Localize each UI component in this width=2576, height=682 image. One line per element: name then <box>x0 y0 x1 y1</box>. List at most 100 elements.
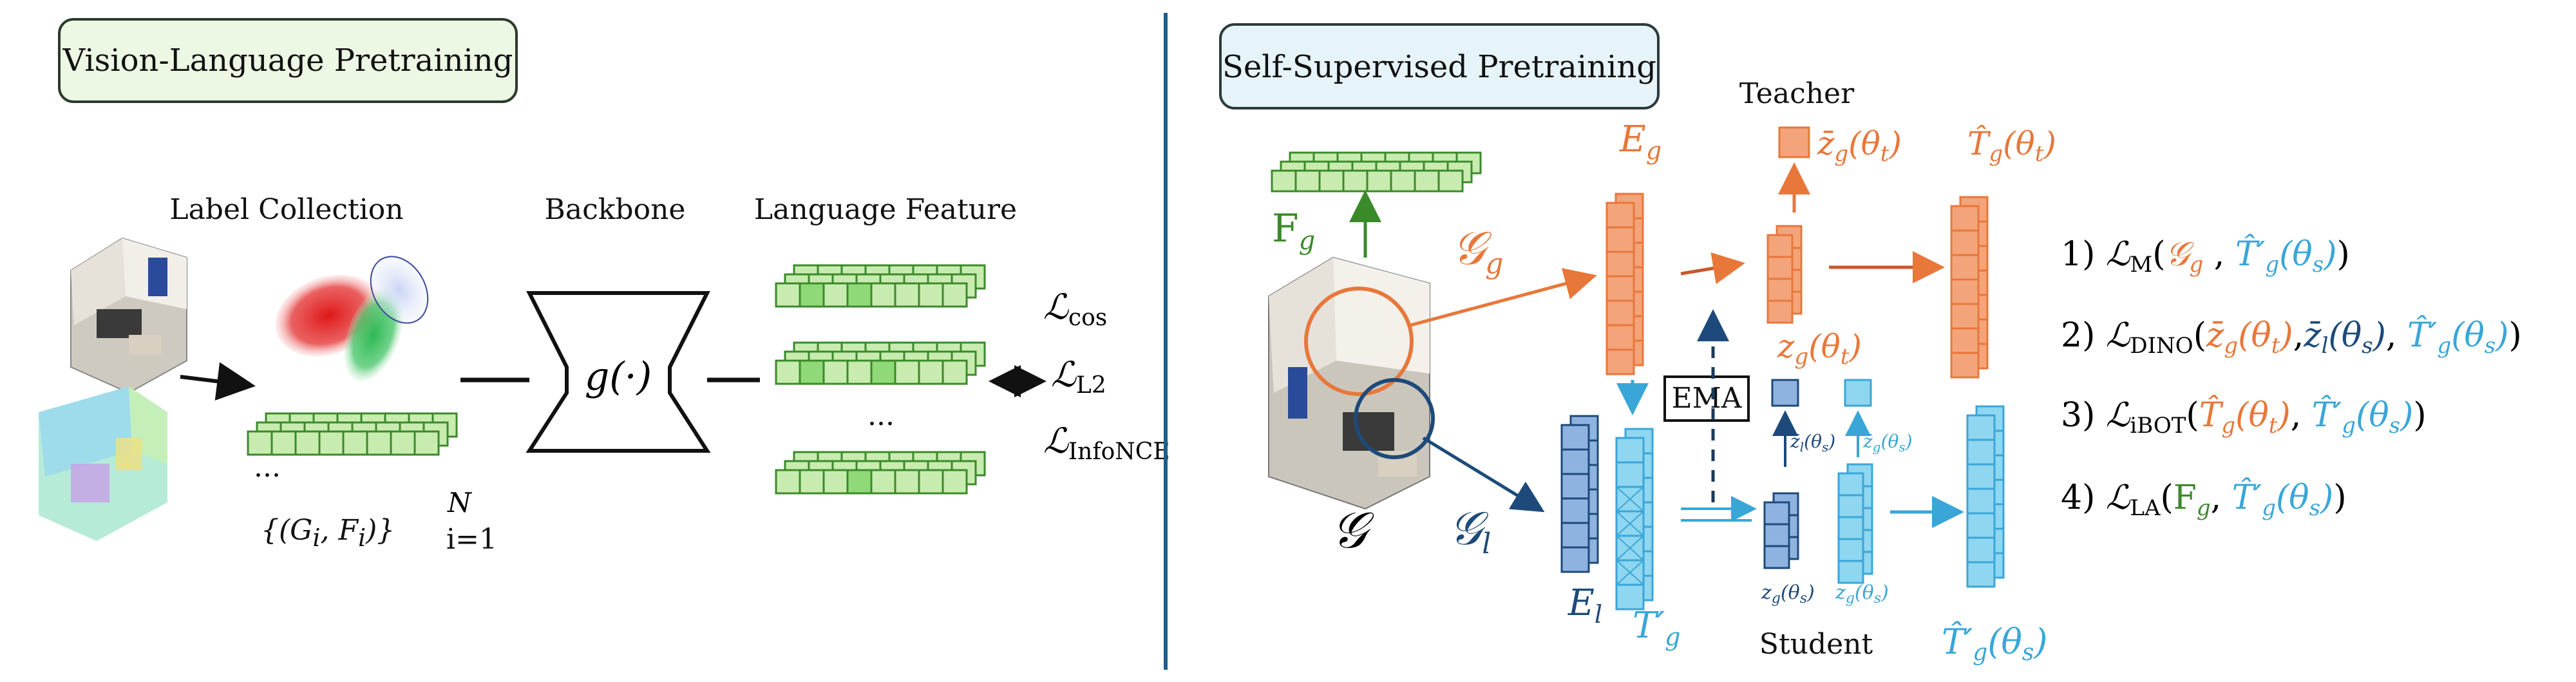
feature-cell <box>342 430 368 456</box>
mask-cross <box>1616 511 1644 536</box>
feature-cell <box>1390 169 1416 193</box>
zg-bar-student-token <box>1844 379 1872 407</box>
loss-cos: ℒcos <box>1043 287 1107 331</box>
ema-label: EMA <box>1672 382 1743 415</box>
loss-m: 1) ℒM(𝒢g , T̂′g(θs)) <box>2061 234 2350 278</box>
loss-l2: ℒL2 <box>1051 354 1106 399</box>
token-cell <box>1605 226 1635 253</box>
loss-infonce: ℒInfoNCE <box>1043 421 1170 465</box>
scene-symbol: 𝒢 <box>1331 502 1374 560</box>
token-cell <box>1950 303 1980 330</box>
token-cell <box>1950 327 1980 354</box>
feature-cell <box>918 282 944 308</box>
feature-cell <box>1294 169 1321 193</box>
zl-bar-student-label: z̄l(θs) <box>1790 431 1835 455</box>
feature-cell <box>799 469 825 495</box>
zbar-teacher-token <box>1778 126 1810 158</box>
label-collection-label: Label Collection <box>169 193 403 226</box>
ema-box <box>1663 375 1750 422</box>
feature-cell <box>894 282 920 308</box>
feature-cell <box>318 430 345 456</box>
token-cell <box>1605 299 1635 327</box>
dataset-formula: {(Gi, Fi)} <box>261 514 395 552</box>
token-cell <box>1605 324 1635 351</box>
token-cell <box>1837 560 1864 584</box>
token-cell <box>1615 583 1645 611</box>
feature-cell <box>942 359 968 385</box>
student-label: Student <box>1759 628 1873 661</box>
token-cell <box>1605 275 1635 302</box>
feature-cell <box>942 282 968 308</box>
That-student-column <box>1966 405 2005 588</box>
feature-cell <box>1414 169 1440 193</box>
token-cell <box>1763 501 1790 526</box>
local-crop-arrow <box>1422 436 1545 513</box>
Tg-prime-label: T′g <box>1633 605 1680 651</box>
That-student-label: T̂′g(θs) <box>1942 621 2047 666</box>
loss-list: 1) ℒM(𝒢g , T̂′g(θs)) 2) ℒDINO(z̄g(θt),z̄… <box>2061 234 2522 521</box>
That-teacher-label: T̂g(θt) <box>1967 124 2056 167</box>
feature-cell <box>390 430 416 456</box>
token-cell <box>1950 352 1980 379</box>
That-teacher-column <box>1950 196 1989 379</box>
Eg-label: Eg <box>1619 118 1662 165</box>
feature-cell <box>846 359 873 385</box>
El-token-column <box>1560 415 1599 573</box>
token-cell <box>1605 348 1635 375</box>
token-cell <box>1560 497 1590 524</box>
local-crop-circle <box>1354 378 1435 459</box>
feature-cell <box>1366 169 1392 193</box>
zg-teacher-column <box>1766 225 1803 324</box>
left-title-box <box>58 18 518 103</box>
dataset-sup: N <box>447 487 472 518</box>
feature-cell <box>894 469 920 495</box>
token-cell <box>1837 494 1864 518</box>
feature-cell <box>846 469 873 495</box>
zg-student-column <box>1837 463 1873 584</box>
left-panel-title: Vision-Language Pretraining <box>62 43 513 79</box>
token-cell <box>1560 448 1590 475</box>
global-crop-circle <box>1304 287 1414 396</box>
teacher-label: Teacher <box>1739 77 1855 110</box>
token-cell <box>1615 437 1645 464</box>
label-feature-stack <box>247 412 458 456</box>
Gg-label: 𝒢g <box>1452 221 1503 280</box>
feature-cell <box>294 430 321 456</box>
global-crop-arrow <box>1410 268 1597 327</box>
left-ellipsis: ... <box>254 451 281 484</box>
feature-cell <box>775 469 801 495</box>
left-panel: Vision-Language Pretraining Label Collec… <box>39 18 1170 556</box>
scene-segmented-thumbnail <box>39 386 167 541</box>
backbone-function: g(·) <box>585 354 652 399</box>
token-cell <box>1560 522 1590 549</box>
fg-label: Fg <box>1272 206 1315 256</box>
feature-cell <box>366 430 392 456</box>
right-title-box <box>1219 23 1660 109</box>
feature-cell <box>822 282 849 308</box>
feature-cell <box>413 430 440 456</box>
token-cell <box>1950 229 1980 256</box>
mask-cross <box>1616 535 1644 561</box>
token-cell <box>1966 488 1996 515</box>
feature-cell <box>1342 169 1368 193</box>
zg-teacher-label: zg(θt) <box>1777 328 1862 370</box>
token-cell <box>1966 561 1996 588</box>
feature-cell <box>799 359 825 385</box>
token-cell <box>1766 299 1794 324</box>
token-cell <box>1837 516 1864 540</box>
Eg-to-zg-arrow <box>1680 252 1745 285</box>
token-cell <box>1605 251 1635 278</box>
token-cell <box>1766 278 1794 302</box>
feature-cell <box>1271 169 1297 193</box>
scene-to-blobs-arrow <box>180 362 256 401</box>
token-cell <box>1950 205 1980 232</box>
zl-student-column <box>1763 492 1799 569</box>
scene-rgb-thumbnail <box>70 237 187 394</box>
feature-cell <box>270 430 297 456</box>
token-cell <box>1560 424 1590 451</box>
feature-cell <box>918 359 944 385</box>
zbar-teacher-label: z̄g(θt) <box>1817 125 1902 167</box>
feature-cell <box>870 469 896 495</box>
token-cell <box>1763 523 1790 547</box>
